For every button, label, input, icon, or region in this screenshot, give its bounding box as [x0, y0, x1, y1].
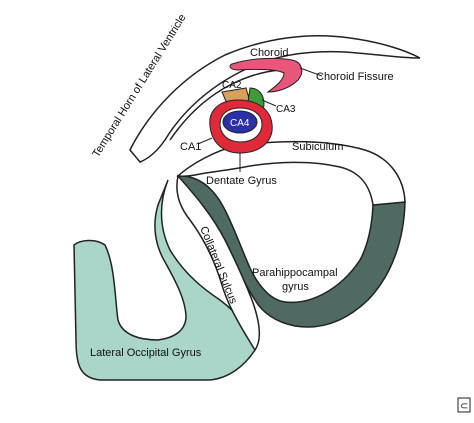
label-temporal-horn: Temporal Horn of Lateral Ventricle	[90, 12, 188, 159]
label-ca4: CA4	[230, 118, 250, 129]
corner-icon-box	[457, 397, 471, 413]
ca4-region	[222, 110, 258, 134]
lateral-occipital-gyrus-region	[73, 179, 256, 381]
label-parahippocampal-line1: Parahippocampal	[252, 267, 338, 279]
ca3-leader	[261, 99, 277, 107]
label-lateral-occipital: Lateral Occipital Gyrus	[90, 347, 202, 359]
ca1-leader	[197, 137, 213, 145]
label-choroid: Choroid	[250, 47, 289, 59]
label-subiculum: Subiculum	[292, 141, 343, 153]
label-choroid-fissure: Choroid Fissure	[316, 71, 394, 83]
label-ca3: CA3	[276, 104, 296, 115]
corner-icon: ⊂	[460, 401, 468, 412]
label-parahippocampal-line2: gyrus	[282, 281, 309, 293]
choroid-fissure-leader	[299, 67, 323, 77]
choroid-plexus-shape	[229, 57, 303, 93]
label-ca2: CA2	[222, 80, 242, 91]
label-ca1: CA1	[180, 141, 201, 153]
temporal-horn-outline	[129, 34, 421, 163]
label-dentate-gyrus: Dentate Gyrus	[206, 175, 277, 187]
collateral-sulcus-gap	[176, 174, 260, 352]
